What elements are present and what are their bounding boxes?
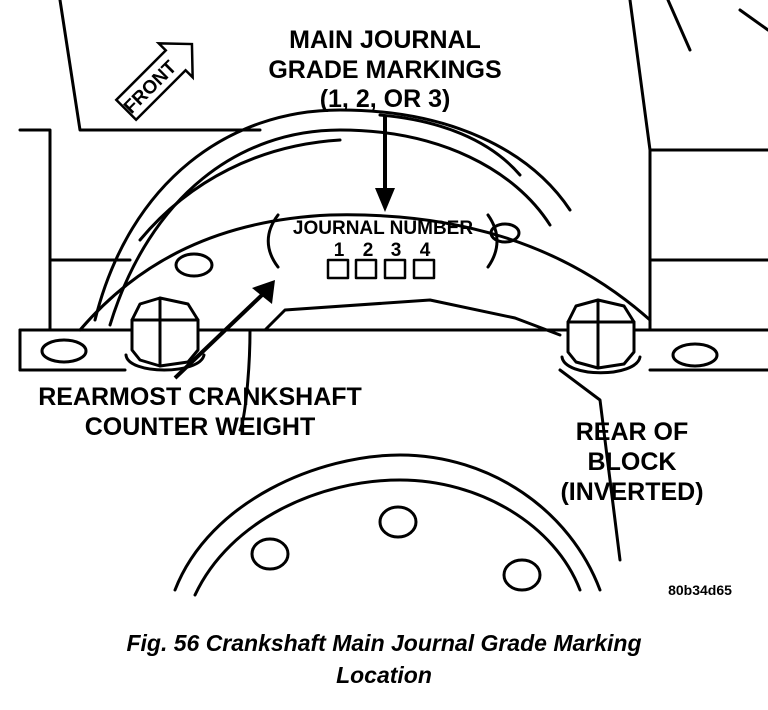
journal-number-label: JOURNAL NUMBER [293, 218, 473, 239]
oil-hole [174, 252, 214, 278]
oil-hole [489, 222, 521, 244]
bolt-hole [671, 342, 719, 368]
grade-label-line2: GRADE MARKINGS [268, 56, 501, 84]
counterweight [173, 298, 562, 432]
crank-flange [173, 453, 602, 597]
grade-label-line1: MAIN JOURNAL [289, 26, 481, 54]
left-bracket [266, 213, 280, 269]
journal-digit-1: 1 [334, 240, 345, 261]
grade-label-line3: (1, 2, OR 3) [320, 85, 451, 113]
figure-caption-line1: Fig. 56 Crankshaft Main Journal Grade Ma… [126, 630, 642, 656]
journal-digit-2: 2 [363, 240, 374, 261]
journal-digit-4: 4 [420, 240, 431, 261]
grade-boxes [326, 258, 436, 280]
figure-code: 80b34d65 [668, 582, 732, 598]
rear-label-line2: BLOCK [588, 448, 677, 476]
figure-caption-line2: Location [336, 662, 432, 688]
grade-arrow [375, 115, 395, 212]
rear-label-line3: (INVERTED) [560, 478, 703, 506]
counterweight-label-line2: COUNTER WEIGHT [85, 413, 316, 441]
bolt-hole [40, 338, 88, 364]
engine-block [18, 0, 768, 562]
counterweight-arrow [173, 280, 275, 380]
counterweight-label-line1: REARMOST CRANKSHAFT [38, 383, 362, 411]
right-bracket [486, 213, 499, 269]
bearing-cap [78, 108, 652, 332]
journal-digit-3: 3 [391, 240, 402, 261]
front-arrow: FRONT [114, 42, 194, 122]
right-bolt [560, 298, 642, 375]
rear-label-line1: REAR OF [576, 418, 689, 446]
left-bolt [124, 296, 206, 372]
